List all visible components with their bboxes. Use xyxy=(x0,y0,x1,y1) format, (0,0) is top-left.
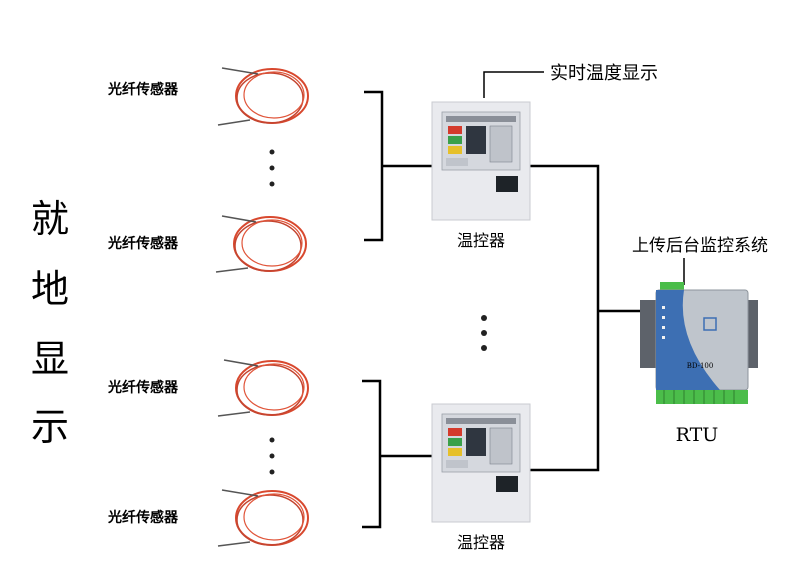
local-display-title: 就 地 显 示 xyxy=(31,197,69,449)
fiber-sensor xyxy=(217,359,309,417)
controller-label: 温控器 xyxy=(457,231,505,250)
ellipsis-dots xyxy=(269,149,275,475)
title-char: 示 xyxy=(31,405,69,449)
ellipsis-dots xyxy=(481,315,487,351)
rtu-device xyxy=(640,282,758,404)
rtu-label: RTU xyxy=(676,424,719,446)
rtu-model-label: BD-100 xyxy=(687,362,714,370)
fiber-sensor xyxy=(217,67,309,126)
sensor-label: 光纤传感器 xyxy=(107,509,179,526)
title-char: 显 xyxy=(31,337,69,381)
title-char: 地 xyxy=(31,267,69,311)
sensor-label: 光纤传感器 xyxy=(107,379,179,396)
temperature-controller xyxy=(431,403,531,523)
fiber-sensor xyxy=(215,215,307,273)
upload-monitor-callout: 上传后台监控系统 xyxy=(632,236,768,256)
sensor-label: 光纤传感器 xyxy=(107,235,179,252)
fiber-sensor xyxy=(217,489,309,547)
controller-label: 温控器 xyxy=(457,533,505,552)
temperature-controller xyxy=(431,101,531,221)
title-char: 就 xyxy=(31,197,69,241)
sensor-label: 光纤传感器 xyxy=(107,81,179,98)
realtime-display-callout: 实时温度显示 xyxy=(550,63,658,84)
